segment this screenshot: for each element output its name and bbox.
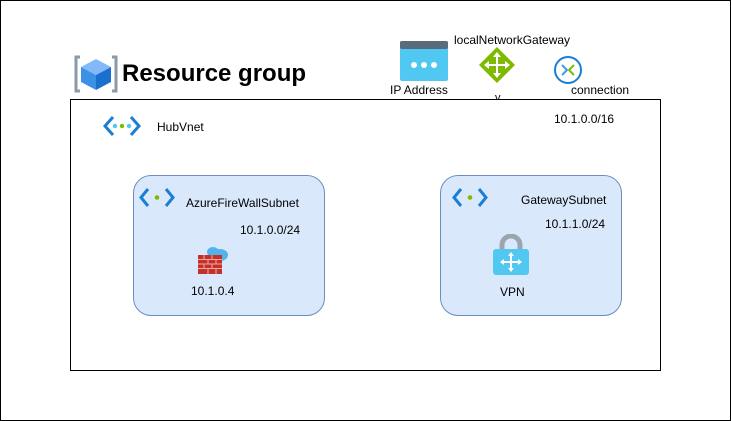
hub-vnet-label: HubVnet bbox=[157, 120, 204, 134]
firewall-subnet-box bbox=[133, 175, 325, 316]
vnet-icon bbox=[103, 116, 141, 136]
local-network-gateway-icon bbox=[479, 47, 515, 83]
public-ip-label: IP Address bbox=[390, 83, 448, 97]
connection-label: connection bbox=[571, 83, 630, 97]
firewall-icon bbox=[198, 247, 228, 274]
gateway-subnet-label: GatewaySubnet bbox=[521, 193, 607, 207]
gateway-subnet-cidr: 10.1.1.0/24 bbox=[545, 217, 606, 231]
local-network-gateway-suffix: v bbox=[495, 92, 501, 104]
vpn-gateway-icon bbox=[493, 234, 529, 275]
vpn-label: VPN bbox=[500, 285, 525, 299]
firewall-subnet-vnet-icon bbox=[139, 188, 175, 207]
firewall-subnet-cidr: 10.1.0.0/24 bbox=[240, 223, 301, 237]
gateway-subnet-vnet-icon bbox=[452, 188, 488, 207]
local-network-gateway-label: localNetworkGateway bbox=[454, 33, 571, 47]
public-ip-icon bbox=[400, 41, 448, 81]
resource-group-cube-icon bbox=[74, 55, 118, 93]
firewall-subnet-label: AzureFireWallSubnet bbox=[186, 196, 299, 210]
resource-group-title: Resource group bbox=[122, 60, 307, 87]
hub-vnet-cidr: 10.1.0.0/16 bbox=[554, 112, 615, 126]
connection-icon bbox=[554, 56, 582, 84]
firewall-ip: 10.1.0.4 bbox=[191, 284, 235, 298]
